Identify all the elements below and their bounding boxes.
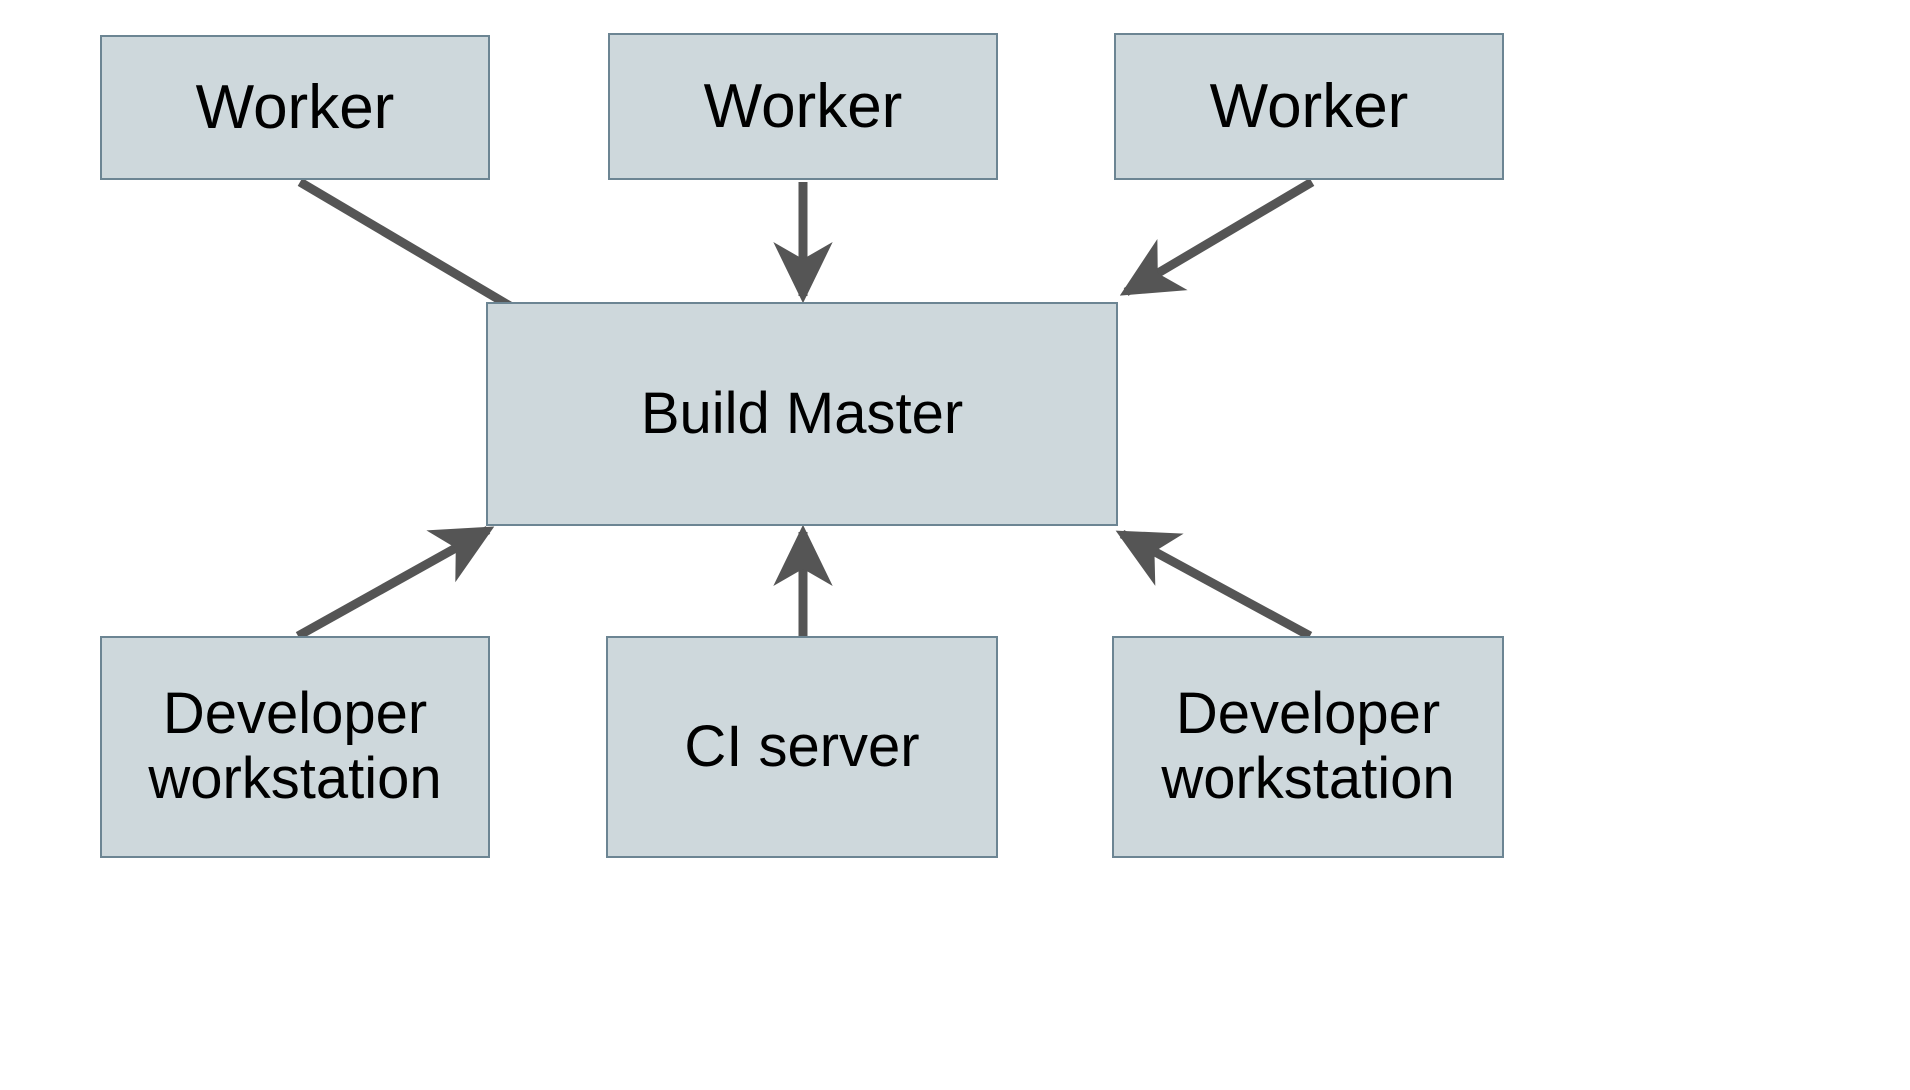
node-worker-right-label: Worker	[1209, 71, 1409, 141]
node-developer-workstation-right[interactable]: Developer workstation	[1112, 636, 1504, 858]
edge-worker-right-to-build-master	[1119, 178, 1315, 296]
node-worker-left[interactable]: Worker	[100, 35, 490, 180]
node-build-master-label: Build Master	[640, 380, 964, 446]
node-worker-left-label: Worker	[195, 72, 395, 142]
node-developer-workstation-right-label: Developer workstation	[1161, 681, 1455, 811]
node-worker-right[interactable]: Worker	[1114, 33, 1504, 180]
node-build-master[interactable]: Build Master	[486, 302, 1118, 526]
edge-dev-left-to-build-master	[295, 526, 495, 640]
node-worker-mid-label: Worker	[703, 71, 903, 141]
edge-dev-right-to-build-master	[1115, 530, 1313, 640]
node-ci-server[interactable]: CI server	[606, 636, 998, 858]
node-developer-workstation-left[interactable]: Developer workstation	[100, 636, 490, 858]
node-developer-workstation-left-label: Developer workstation	[148, 681, 442, 811]
node-worker-mid[interactable]: Worker	[608, 33, 998, 180]
node-ci-server-label: CI server	[684, 713, 920, 779]
